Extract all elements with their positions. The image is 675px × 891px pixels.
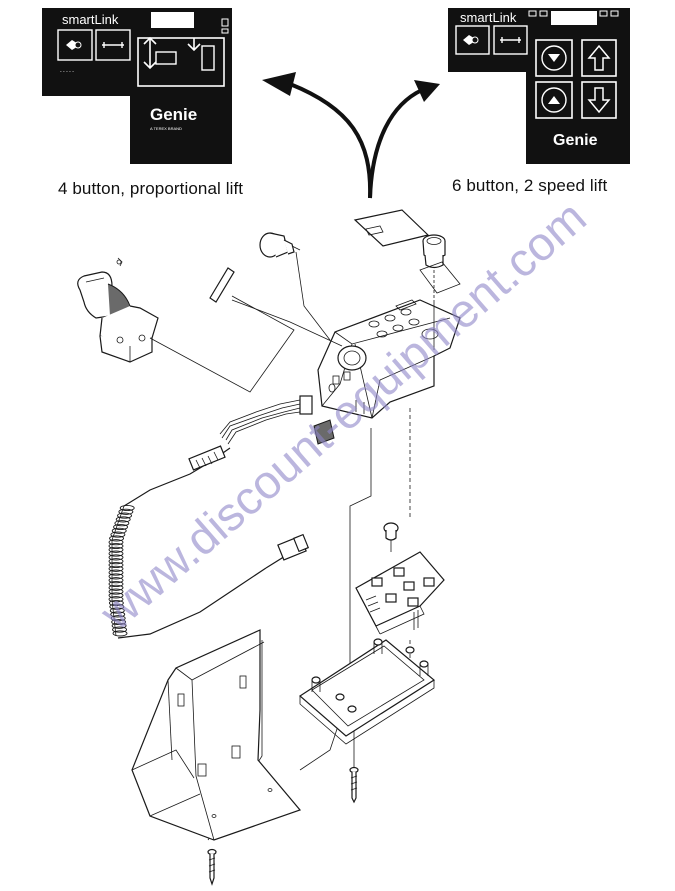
bottom-cover	[299, 638, 436, 745]
genie-logo-right: Genie	[553, 132, 598, 149]
screw-center	[349, 766, 359, 804]
coil-loop	[111, 622, 127, 629]
joystick-controller	[77, 257, 159, 363]
coil-loop	[112, 630, 128, 637]
indicator-icon	[221, 28, 229, 34]
coil-loop	[108, 592, 124, 599]
leader-lines	[149, 251, 435, 841]
lift-button-frame	[137, 37, 225, 87]
option-arrows	[262, 72, 440, 199]
lift-up-icon	[143, 36, 177, 70]
coil-loop	[113, 523, 129, 531]
panel-left-part-no: - - - - -	[60, 69, 74, 75]
panel-6-button: smartLink	[448, 8, 630, 164]
speed-select-icon	[535, 39, 573, 119]
coil-loop	[115, 516, 131, 523]
panel-left-brand: smartLink	[62, 12, 119, 27]
coil-loop	[109, 607, 125, 614]
arrow-down-icon	[581, 81, 617, 119]
horn-icon	[57, 29, 93, 61]
coil-loop	[110, 611, 126, 618]
coil-loop	[108, 596, 124, 603]
coil-loop	[108, 558, 124, 565]
logo-subline: A TEREX BRAND	[150, 126, 182, 131]
coil-loop	[108, 569, 124, 576]
horn-icon-right	[455, 25, 490, 55]
lift-down-icon	[187, 38, 215, 71]
coil-loop	[111, 527, 127, 534]
coil-loop	[108, 542, 124, 550]
coil-loop	[112, 626, 128, 633]
wire-harness	[219, 395, 335, 445]
coil-loop	[108, 580, 124, 588]
emergency-stop-button	[419, 234, 461, 300]
coil-loop	[108, 584, 124, 591]
coil-loop	[108, 573, 124, 580]
screw-bottom	[207, 848, 217, 886]
coil-loop	[108, 588, 124, 595]
display-window	[151, 12, 194, 28]
coil-loop	[108, 599, 124, 607]
cable-tie	[209, 267, 235, 303]
caption-4-button: 4 button, proportional lift	[58, 179, 244, 198]
display-window-right	[551, 11, 597, 25]
coil-loop	[114, 520, 130, 527]
arrow-up-icon	[581, 39, 617, 77]
circuit-board	[355, 522, 445, 635]
mounting-bracket	[131, 629, 302, 841]
coil-loop	[109, 603, 125, 610]
coil-loop	[111, 618, 127, 626]
coil-loop	[108, 550, 124, 557]
coil-loop	[108, 539, 124, 546]
panel-decal	[353, 209, 430, 247]
function-enable-icon	[95, 29, 131, 61]
key-switch	[259, 232, 301, 258]
watermark-text: www.discount-equipment.com	[89, 190, 596, 640]
battery-icon	[221, 18, 229, 27]
control-box-housing	[317, 299, 461, 419]
coil-loop	[108, 577, 124, 584]
coil-loops	[108, 504, 135, 637]
function-enable-icon-right	[493, 25, 528, 55]
panel-4-button: smartLink - - - - - Genie A TEREX BRAND	[42, 8, 232, 164]
panel-right-brand: smartLink	[460, 10, 517, 25]
coil-loop	[117, 512, 132, 519]
coil-loop	[108, 554, 124, 561]
coil-loop	[119, 504, 135, 512]
coil-loop	[108, 546, 124, 553]
coil-loop	[109, 535, 125, 542]
caption-6-button: 6 button, 2 speed lift	[452, 176, 608, 195]
coil-loop	[118, 508, 134, 515]
coil-loop	[108, 565, 124, 572]
genie-logo-left: Genie	[150, 105, 197, 124]
coil-loop	[110, 615, 126, 622]
coiled-cable	[108, 445, 310, 639]
coil-loop	[110, 531, 126, 538]
coil-loop	[108, 561, 124, 569]
status-indicators	[528, 10, 619, 17]
